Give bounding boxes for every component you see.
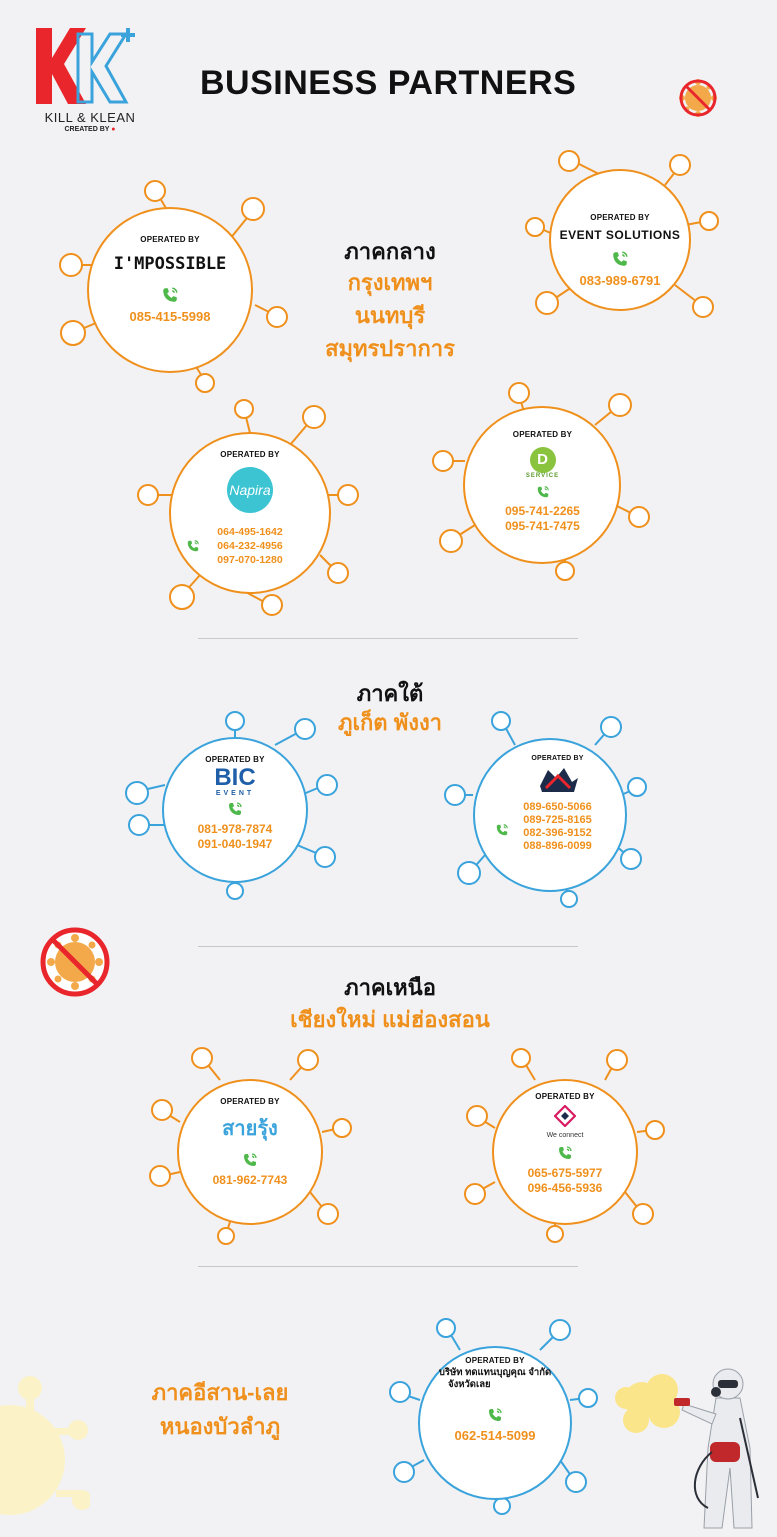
partner-card-loei: OPERATED BY บริษัท ทดแทนบุญคุณ จำกัด จัง… <box>389 1318 600 1515</box>
partner-card-weconnect: OPERATED BY We connect 065-675-5977 096-… <box>464 1048 665 1243</box>
virus-outline-icon <box>125 711 338 900</box>
phone-number[interactable]: 083-989-6791 <box>579 273 661 288</box>
phone-number[interactable]: 089-650-5066 <box>523 801 592 813</box>
section-divider <box>198 946 578 947</box>
operated-by-label: OPERATED BY <box>531 755 584 762</box>
section-divider <box>198 1266 578 1267</box>
phone-icon <box>536 485 550 499</box>
kill-and-klean-logo: KILL & KLEAN CREATED BY ● <box>30 24 150 142</box>
brand-impossible: I'MPOSSIBLE <box>113 254 227 274</box>
phone-number[interactable]: 081-978-7874 <box>197 822 273 836</box>
phone-icon <box>161 286 179 304</box>
brand-event-solutions: EVENT SOLUTIONS <box>559 228 681 242</box>
operated-by-label: OPERATED BY <box>535 1092 595 1101</box>
phone-number[interactable]: 097-070-1280 <box>217 554 283 566</box>
phone-icon <box>227 801 243 817</box>
area-nonthaburi: นนทบุรี <box>354 303 426 328</box>
phone-number[interactable]: 081-962-7743 <box>212 1173 288 1187</box>
operated-by-label: OPERATED BY <box>140 235 200 244</box>
disinfection-worker-illustration-icon <box>615 1368 759 1529</box>
region-northeast-areas: ภาคอีสาน-เลย หนองบัวลำภู <box>120 1376 320 1444</box>
phone-number[interactable]: 062-514-5099 <box>454 1428 536 1443</box>
virus-outline-icon <box>149 1047 352 1245</box>
virus-outline-icon <box>137 399 359 616</box>
brand-d-service: SERVICE <box>525 473 560 479</box>
brand-sairung: สายรุ้ง <box>222 1118 278 1140</box>
phone-icon <box>495 823 509 837</box>
phone-icon <box>611 250 629 268</box>
phone-icon <box>186 539 200 553</box>
phone-number[interactable]: 085-415-5998 <box>129 309 211 324</box>
area-isan-loei: ภาคอีสาน-เลย <box>151 1380 289 1405</box>
weconnect-logo-icon <box>553 1104 577 1128</box>
phone-number[interactable]: 095-741-2265 <box>505 504 580 518</box>
virus-outline-icon <box>444 711 647 908</box>
area-nong-bua-lamphu: หนองบัวลำภู <box>159 1414 281 1440</box>
partner-card-d-service: OPERATED BY D SERVICE 095-741-2265 095-7… <box>432 382 650 581</box>
virus-outline-icon <box>432 382 650 581</box>
page-title: BUSINESS PARTNERS <box>200 64 577 102</box>
phone-number[interactable]: 088-896-0099 <box>523 840 592 852</box>
region-south-heading: ภาคใต้ <box>356 681 424 706</box>
partner-card-south-2: OPERATED BY 089-650-5066 089-725-8165 08… <box>444 711 655 908</box>
operated-by-label: OPERATED BY <box>205 755 265 764</box>
operated-by-label: OPERATED BY <box>465 1356 525 1365</box>
logo-name: KILL & KLEAN <box>44 110 136 125</box>
operated-by-label: OPERATED BY <box>512 430 573 439</box>
brand-weconnect: We connect <box>546 1132 584 1139</box>
region-south-areas: ภูเก็ต พังงา <box>337 710 443 735</box>
virus-outline-icon <box>525 150 719 318</box>
phone-number[interactable]: 065-675-5977 <box>527 1166 603 1180</box>
virus-outline-icon <box>464 1048 665 1243</box>
partner-card-bic-event: OPERATED BY BIC EVENT 081-978-7874 091-0… <box>125 711 340 900</box>
phone-number[interactable]: 095-741-7475 <box>505 519 580 533</box>
company-province: จังหวัดเลย <box>448 1379 491 1390</box>
logo-created-by: CREATED BY ● <box>64 126 116 133</box>
area-samut-prakan: สมุทรปราการ <box>325 336 455 361</box>
brand-event: EVENT <box>215 790 255 797</box>
company-name: บริษัท ทดแทนบุญคุณ จำกัด <box>438 1367 552 1378</box>
phone-number[interactable]: 089-725-8165 <box>523 814 592 826</box>
partner-card-event-solutions: OPERATED BY EVENT SOLUTIONS 083-989-6791 <box>525 150 719 330</box>
partner-card-sairung: OPERATED BY สายรุ้ง 081-962-7743 <box>149 1047 352 1245</box>
phone-icon <box>242 1152 258 1168</box>
decorative-virus-icon <box>0 1376 90 1515</box>
region-central-heading: ภาคกลาง <box>344 239 436 264</box>
brand-bic: BIC <box>214 764 256 791</box>
kk-logo-mark-icon <box>36 28 135 104</box>
section-divider <box>198 638 578 639</box>
phone-number[interactable]: 096-456-5936 <box>527 1181 603 1195</box>
phone-number[interactable]: 091-040-1947 <box>197 837 273 851</box>
region-north-areas: เชียงใหม่ แม่ฮ่องสอน <box>290 1007 490 1032</box>
d-service-logo: D <box>529 447 556 473</box>
partner-card-impossible: OPERATED BY I'MPOSSIBLE 085-415-5998 <box>55 180 288 395</box>
region-north-heading: ภาคเหนือ <box>344 975 436 1000</box>
phone-number[interactable]: 082-396-9152 <box>523 827 592 839</box>
phone-number[interactable]: 064-495-1642 <box>217 526 283 538</box>
napira-logo: Napira <box>227 467 273 513</box>
virus-outline-icon <box>389 1318 598 1515</box>
phone-icon <box>487 1407 503 1423</box>
partner-card-napira: OPERATED BY Napira 064-495-1642 064-232-… <box>137 399 360 616</box>
operated-by-label: OPERATED BY <box>220 450 280 459</box>
virus-outline-icon <box>59 180 288 393</box>
no-virus-icon <box>679 79 717 117</box>
region-central-areas: กรุงเทพฯ นนทบุรี สมุทรปราการ <box>300 266 480 365</box>
phone-number[interactable]: 064-232-4956 <box>217 540 283 552</box>
operated-by-label: OPERATED BY <box>590 213 650 222</box>
no-virus-icon <box>40 927 110 997</box>
south-partner-logo-icon <box>539 768 578 792</box>
operated-by-label: OPERATED BY <box>220 1097 280 1106</box>
area-bangkok: กรุงเทพฯ <box>347 270 433 295</box>
phone-icon <box>557 1145 573 1161</box>
